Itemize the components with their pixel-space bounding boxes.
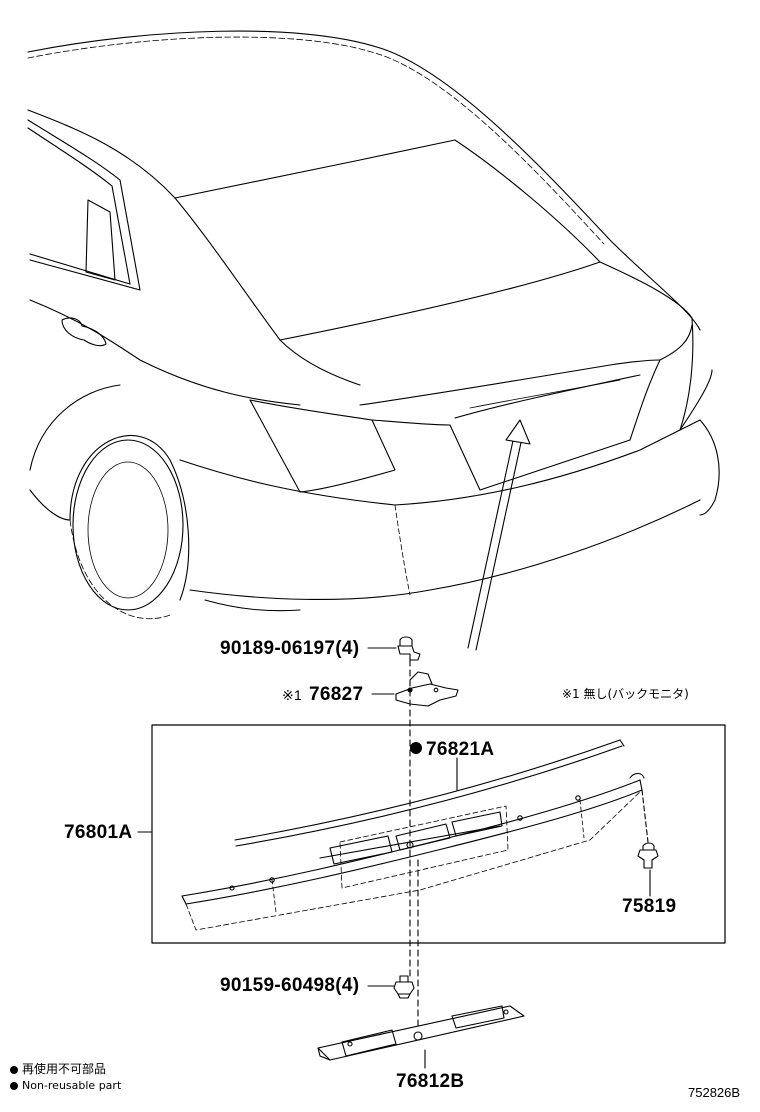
- part-label-bolt-bottom: 90159-60498(4): [220, 975, 360, 996]
- part-label-bracket: 76827: [309, 684, 364, 705]
- molding-76821A-illustration: [234, 739, 625, 847]
- legend-en-text: Non-reusable part: [22, 1079, 122, 1092]
- part-label-clip: 75819: [622, 896, 677, 917]
- non-reusable-mark-icon: [410, 741, 422, 754]
- non-reusable-dot-icon: [10, 1082, 18, 1090]
- legend-jp: 再使用不可部品: [10, 1063, 106, 1075]
- part-label-molding: 76821A: [410, 740, 494, 759]
- part-label-molding-number: 76821A: [426, 739, 495, 760]
- legend-en: Non-reusable part: [10, 1080, 121, 1091]
- part-label-bolt-top: 90189-06197(4): [220, 638, 360, 659]
- bracket-76827-illustration: [395, 671, 459, 707]
- non-reusable-dot-icon: [10, 1065, 18, 1074]
- legend-jp-text: 再使用不可部品: [22, 1062, 107, 1076]
- plate-76812B-illustration: [317, 1005, 525, 1061]
- note-1-no-back-monitor: ※1 無し(バックモニタ): [562, 687, 689, 701]
- part-label-mark-1: ※1: [282, 687, 303, 703]
- assembly-group-box: [151, 724, 726, 944]
- bolt-top-illustration: [397, 636, 421, 661]
- part-label-plate: 76812B: [396, 1071, 465, 1092]
- part-label-garnish-assy: 76801A: [64, 822, 133, 843]
- bolt-bottom-illustration: [393, 975, 415, 999]
- garnish-76801A-illustration: [181, 772, 645, 931]
- figure-number: 752826B: [688, 1085, 741, 1100]
- clip-75819-illustration: [637, 842, 659, 869]
- car-body-illustration: [27, 30, 720, 651]
- assembly-line-clip: [641, 789, 649, 843]
